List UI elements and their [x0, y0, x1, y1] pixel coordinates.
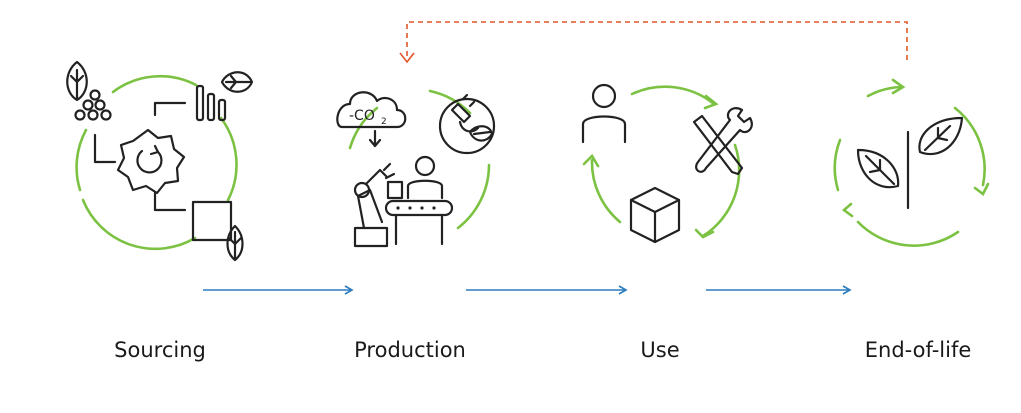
- co2-cloud-icon: -CO 2: [336, 91, 407, 148]
- robot-arm-icon: [353, 162, 396, 248]
- sourcing-icon-group: [66, 60, 254, 262]
- eol-cycle-ring: [833, 85, 986, 247]
- stage-label-sourcing: Sourcing: [114, 338, 206, 362]
- stage-label-production: Production: [354, 338, 466, 362]
- user-icon: [581, 83, 627, 144]
- tools-icon: [692, 107, 753, 176]
- conveyor-icon: [384, 180, 454, 246]
- use-icon-group: [581, 83, 753, 244]
- co2-text: -CO: [349, 108, 375, 124]
- stage-label-use: Use: [640, 338, 680, 362]
- bar-chart-icon: [195, 71, 254, 122]
- production-icon-group: -CO 2: [336, 89, 496, 248]
- leaf-icon: [66, 60, 88, 102]
- worker-icon: [406, 155, 444, 200]
- co2-subscript: 2: [381, 117, 387, 127]
- sourcing-cycle-ring: [75, 74, 238, 251]
- return-arrow-head: [399, 52, 415, 64]
- eol-icon-group: [833, 78, 990, 247]
- gear-icon: [93, 101, 187, 212]
- stage-label-end-of-life: End-of-life: [864, 338, 972, 362]
- pellets-icon: [74, 89, 112, 121]
- box-icon: [191, 200, 244, 262]
- sprout-leaves-icon: [856, 116, 964, 210]
- plug-leaf-icon: [438, 93, 496, 155]
- return-arrow: [406, 21, 908, 60]
- package-cube-icon: [629, 186, 681, 244]
- use-cycle-ring: [590, 85, 741, 238]
